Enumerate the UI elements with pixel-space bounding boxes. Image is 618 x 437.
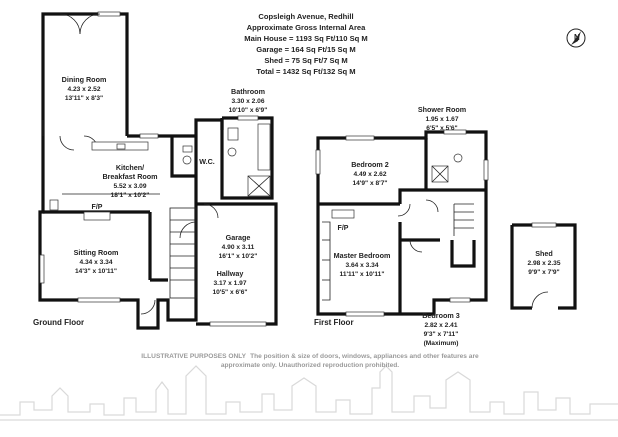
sitting-room-imperial: 14'3" x 10'11" [75, 268, 117, 275]
bedroom3-name: Bedroom 3 [422, 311, 460, 320]
bathroom-imperial: 10'10" x 6'9" [229, 107, 268, 114]
compass-letter: N [574, 33, 580, 42]
dining-room-metric: 4.23 x 2.52 [68, 86, 101, 93]
north-arrow-icon: N [566, 28, 586, 48]
dining-room-name: Dining Room [62, 75, 107, 84]
garage-name: Garage [226, 233, 251, 242]
disclaimer: ILLUSTRATIVE PURPOSES ONLY The position &… [141, 353, 479, 369]
shower-room-metric: 1.95 x 1.67 [426, 116, 459, 123]
master-bedroom-name: Master Bedroom [334, 251, 391, 260]
master-bedroom-imperial: 11'11" x 10'11" [340, 271, 385, 278]
disclaimer-line1: ILLUSTRATIVE PURPOSES ONLY The position &… [141, 353, 479, 360]
bathroom-name: Bathroom [231, 87, 265, 96]
disclaimer-line2: approximate only. Unauthorized reproduct… [221, 362, 399, 369]
garage-metric: 4.90 x 3.11 [222, 244, 255, 251]
ground-floor-plan [38, 11, 278, 330]
shed-area: Shed = 75 Sq Ft/7 Sq M [264, 56, 347, 65]
first-floor-stairs [453, 203, 474, 236]
kitchen-name-line2: Breakfast Room [102, 172, 157, 181]
shower-room-name: Shower Room [418, 105, 466, 114]
shed-imperial: 9'9" x 7'9" [528, 269, 559, 276]
header-block: Copsleigh Avenue, Redhill Approximate Gr… [244, 12, 367, 76]
bathroom-metric: 3.30 x 2.06 [232, 98, 265, 105]
shed-metric: 2.98 x 2.35 [528, 260, 561, 267]
dining-room-imperial: 13'11" x 8'3" [65, 95, 103, 102]
bedroom2-metric: 4.49 x 2.62 [354, 171, 387, 178]
wc-name: W.C. [199, 157, 215, 166]
shed-name: Shed [535, 249, 553, 258]
garage-imperial: 16'1" x 10'2" [219, 253, 258, 260]
hallway-imperial: 10'5" x 6'6" [212, 289, 247, 296]
shower-room-imperial: 6'5" x 5'6" [426, 125, 457, 132]
disclaimer-line1-rest: The position & size of doors, windows, a… [250, 353, 479, 360]
bedroom3-imperial: 9'3" x 7'11" [424, 331, 459, 338]
shed-plan: Shed 2.98 x 2.35 9'9" x 7'9" [510, 222, 577, 310]
disclaimer-bold-prefix: ILLUSTRATIVE PURPOSES ONLY [141, 353, 246, 360]
address-title: Copsleigh Avenue, Redhill [258, 12, 353, 21]
master-bedroom-metric: 3.64 x 3.34 [346, 262, 379, 269]
first-fireplace-label: F/P [338, 225, 349, 232]
bedroom2-imperial: 14'9" x 8'7" [352, 180, 387, 187]
bedroom3-metric: 2.82 x 2.41 [425, 322, 458, 329]
ground-floor-label: Ground Floor [33, 318, 84, 327]
kitchen-metric: 5.52 x 3.09 [114, 183, 147, 190]
hallway-metric: 3.17 x 1.97 [214, 280, 247, 287]
hallway-name: Hallway [217, 269, 244, 278]
ground-fireplace-label: F/P [92, 204, 103, 211]
sitting-room-metric: 4.34 x 3.34 [80, 259, 113, 266]
kitchen-name-line1: Kitchen/ [116, 163, 144, 172]
ground-floor-stairs [169, 207, 197, 299]
sitting-room-name: Sitting Room [74, 248, 119, 257]
first-floor-label: First Floor [314, 318, 354, 327]
main-house-area: Main House = 1193 Sq Ft/110 Sq M [244, 34, 367, 43]
first-floor-room-labels: Shower Room 1.95 x 1.67 6'5" x 5'6" Bedr… [334, 105, 467, 347]
total-area: Total = 1432 Sq Ft/132 Sq M [256, 67, 355, 76]
bedroom2-name: Bedroom 2 [351, 160, 389, 169]
skyline-watermark [0, 365, 618, 421]
garage-area: Garage = 164 Sq Ft/15 Sq M [256, 45, 355, 54]
ground-floor-room-labels: Dining Room 4.23 x 2.52 13'11" x 8'3" Ki… [62, 75, 268, 296]
first-floor-plan [315, 129, 489, 317]
bedroom3-note: (Maximum) [424, 340, 459, 347]
area-subtitle: Approximate Gross Internal Area [247, 23, 366, 32]
kitchen-imperial: 18'1" x 10'2" [111, 192, 150, 199]
